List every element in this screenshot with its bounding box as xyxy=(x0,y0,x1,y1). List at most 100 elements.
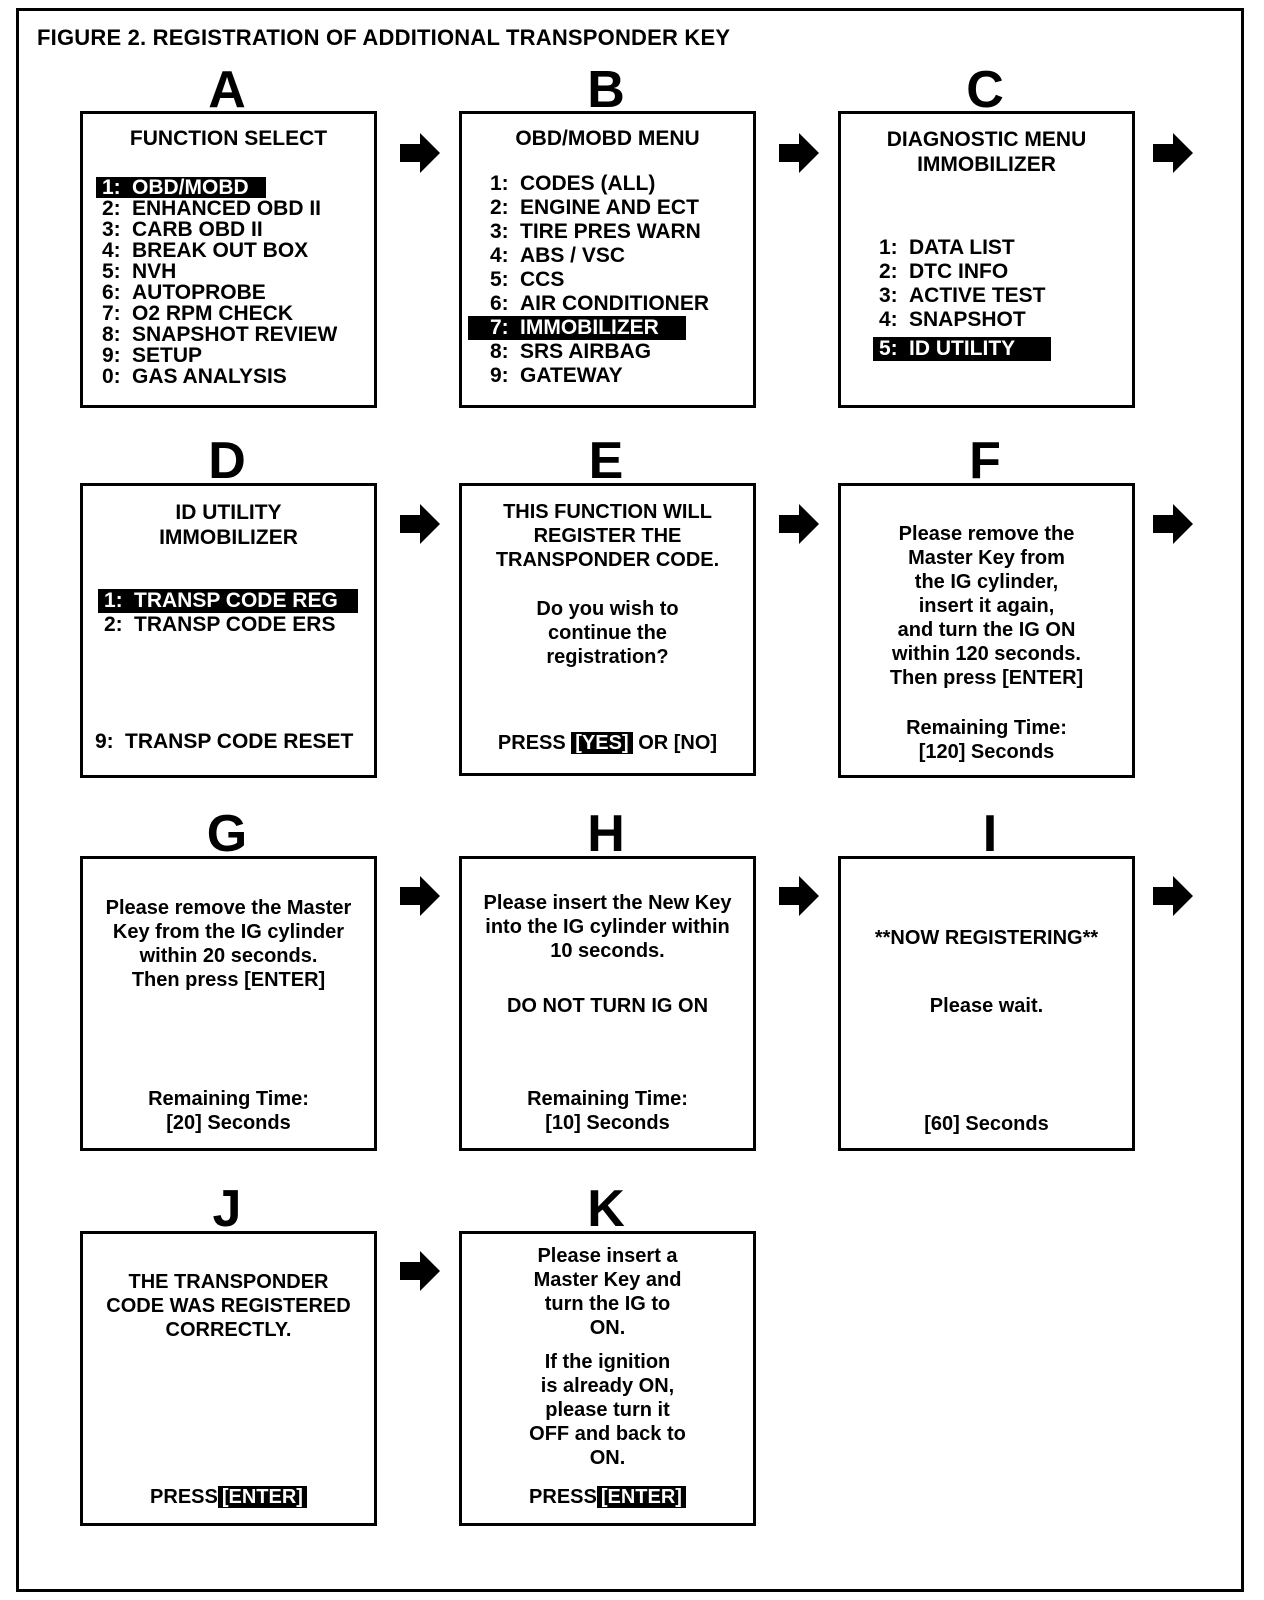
menu-item-label: CCS xyxy=(520,268,565,291)
instruction-line: If the ignition xyxy=(544,1351,671,1373)
menu-item[interactable]: 8: SNAPSHOT REVIEW xyxy=(96,324,337,345)
menu-item[interactable]: 4:ABS / VSC xyxy=(484,244,709,268)
instruction-line: turn the IG to xyxy=(544,1293,671,1315)
enter-key[interactable]: [ENTER] xyxy=(596,1486,686,1508)
warning-text: DO NOT TURN IG ON xyxy=(506,995,709,1017)
screen-registered-correctly: THE TRANSPONDER CODE WAS REGISTERED CORR… xyxy=(80,1231,377,1526)
instruction-line: the IG cylinder, xyxy=(914,571,1059,593)
menu-item-label: TRANSP CODE REG xyxy=(134,589,338,612)
panel-letter-a: A xyxy=(208,61,246,119)
menu-item[interactable]: 5:NVH xyxy=(96,261,337,282)
press-label: PRESS xyxy=(150,1486,218,1508)
screen-register-confirm: THIS FUNCTION WILL REGISTER THE TRANSPON… xyxy=(459,483,756,776)
menu-item[interactable]: 7:O2 RPM CHECK xyxy=(96,303,337,324)
menu-item-label: SNAPSHOT xyxy=(909,308,1026,331)
menu-item[interactable]: 3: ACTIVE TEST xyxy=(873,284,1051,308)
menu-item[interactable]: 9:SETUP xyxy=(96,345,337,366)
menu-item[interactable]: 5: CCS xyxy=(484,268,709,292)
yes-key[interactable]: [YES] xyxy=(571,732,633,754)
instruction-line: Please remove the xyxy=(898,523,1075,545)
screen-title-line-2: IMMOBILIZER xyxy=(159,526,298,549)
no-key[interactable]: OR [NO] xyxy=(638,732,718,754)
menu-item[interactable]: 1:CODES (ALL) xyxy=(484,172,709,196)
remaining-time: Remaining Time: [20] Seconds xyxy=(83,1087,374,1135)
question-line: registration? xyxy=(546,646,669,668)
menu-item[interactable]: 2:ENGINE AND ECT xyxy=(484,196,709,220)
enter-key[interactable]: [ENTER] xyxy=(217,1486,307,1508)
remaining-time-value: [60] Seconds xyxy=(924,1113,1049,1135)
screen-id-utility: ID UTILITY IMMOBILIZER 1:TRANSP CODE REG… xyxy=(80,483,377,778)
instruction-line: Master Key from xyxy=(908,547,1065,569)
menu-item[interactable]: 5: ID UTILITY xyxy=(873,337,1051,361)
menu-item[interactable]: 1:OBD/MOBD xyxy=(96,177,266,198)
menu-item-number: 9: xyxy=(102,344,121,367)
flow-arrow-icon xyxy=(779,876,819,916)
menu-item[interactable]: 2:TRANSP CODE ERS xyxy=(98,613,358,637)
menu-item[interactable]: 8:SRS AIRBAG xyxy=(484,340,709,364)
panel-letter-b: B xyxy=(587,61,625,119)
menu-item-number: 3: xyxy=(102,218,121,241)
menu-item-number: 6: xyxy=(490,292,509,315)
instruction-line: please turn it xyxy=(545,1399,670,1421)
screen-obd-mobd-menu: OBD/MOBD MENU 1:CODES (ALL)2:ENGINE AND … xyxy=(459,111,756,408)
menu-item[interactable]: 1:DATA LIST xyxy=(873,236,1051,260)
instruction-line: insert it again, xyxy=(918,595,1055,617)
instruction-line: 10 seconds. xyxy=(550,940,665,962)
menu-item-label: TRANSP CODE RESET xyxy=(125,730,354,753)
menu-item-number: 1: xyxy=(490,172,509,195)
press-label: PRESS xyxy=(529,1486,597,1508)
remaining-time-label: Remaining Time: xyxy=(906,717,1067,739)
menu-item-number: 8: xyxy=(490,340,509,363)
menu-item-label: TRANSP CODE ERS xyxy=(134,613,336,636)
menu-item[interactable]: 3:TIRE PRES WARN xyxy=(484,220,709,244)
please-wait-text: Please wait. xyxy=(929,995,1044,1017)
menu-item-label: ID UTILITY xyxy=(909,337,1016,360)
remaining-time: Remaining Time: [10] Seconds xyxy=(462,1087,753,1135)
menu-item[interactable]: 2:DTC INFO xyxy=(873,260,1051,284)
menu-item[interactable]: 4:SNAPSHOT xyxy=(873,308,1051,332)
instruction-line: Then press [ENTER] xyxy=(131,969,326,991)
instruction-line: is already ON, xyxy=(540,1375,675,1397)
message-line: THE TRANSPONDER xyxy=(128,1271,329,1293)
menu-item[interactable]: 2:ENHANCED OBD II xyxy=(96,198,337,219)
menu-item-number: 2: xyxy=(490,196,509,219)
menu-item-label: GAS ANALYSIS xyxy=(132,365,287,388)
menu-item-number: 8: xyxy=(102,323,121,346)
instruction-block-1: Please insert a Master Key and turn the … xyxy=(462,1244,753,1340)
menu-item-number: 5: xyxy=(102,260,121,283)
menu-item[interactable]: 9:GATEWAY xyxy=(484,364,709,388)
menu-item-number: 2: xyxy=(879,260,898,283)
instruction-line: Master Key and xyxy=(533,1269,682,1291)
remaining-time-label: Remaining Time: xyxy=(527,1088,688,1110)
menu-item-number: 3: xyxy=(879,284,898,307)
menu-item-label: O2 RPM CHECK xyxy=(132,302,294,325)
screen-insert-master-key: Please insert a Master Key and turn the … xyxy=(459,1231,756,1526)
screen-insert-new-key: Please insert the New Key into the IG cy… xyxy=(459,856,756,1151)
screen-title-line-1: DIAGNOSTIC MENU xyxy=(886,128,1087,151)
remaining-time-label: Remaining Time: xyxy=(148,1088,309,1110)
menu-item[interactable]: 6: AIR CONDITIONER xyxy=(484,292,709,316)
menu-item-label: AIR CONDITIONER xyxy=(520,292,709,315)
menu-item[interactable]: 0:GAS ANALYSIS xyxy=(96,366,337,387)
press-enter-prompt: PRESS[ENTER] xyxy=(83,1485,374,1509)
message-block: THIS FUNCTION WILL REGISTER THE TRANSPON… xyxy=(462,500,753,572)
instruction-line: ON. xyxy=(589,1317,626,1339)
menu-item[interactable]: 6:AUTOPROBE xyxy=(96,282,337,303)
panel-letter-f: F xyxy=(969,432,1001,490)
instruction-block: Please remove the Master Key from the IG… xyxy=(83,896,374,992)
menu-item[interactable]: 1:TRANSP CODE REG xyxy=(98,589,358,613)
menu-item-number: 5: xyxy=(490,268,509,291)
instruction-line: into the IG cylinder within xyxy=(485,916,730,938)
menu-item[interactable]: 3:CARB OBD II xyxy=(96,219,337,240)
menu-item-number: 5: xyxy=(879,337,898,360)
menu-item-label: SNAPSHOT REVIEW xyxy=(132,323,338,346)
menu-item[interactable]: 7:IMMOBILIZER xyxy=(468,316,686,340)
menu-item-label: ACTIVE TEST xyxy=(909,284,1046,307)
message-line: REGISTER THE xyxy=(533,525,682,547)
menu-item[interactable]: 4:BREAK OUT BOX xyxy=(96,240,337,261)
instruction-line: within 20 seconds. xyxy=(139,945,318,967)
instruction-block: Please insert the New Key into the IG cy… xyxy=(462,891,753,963)
